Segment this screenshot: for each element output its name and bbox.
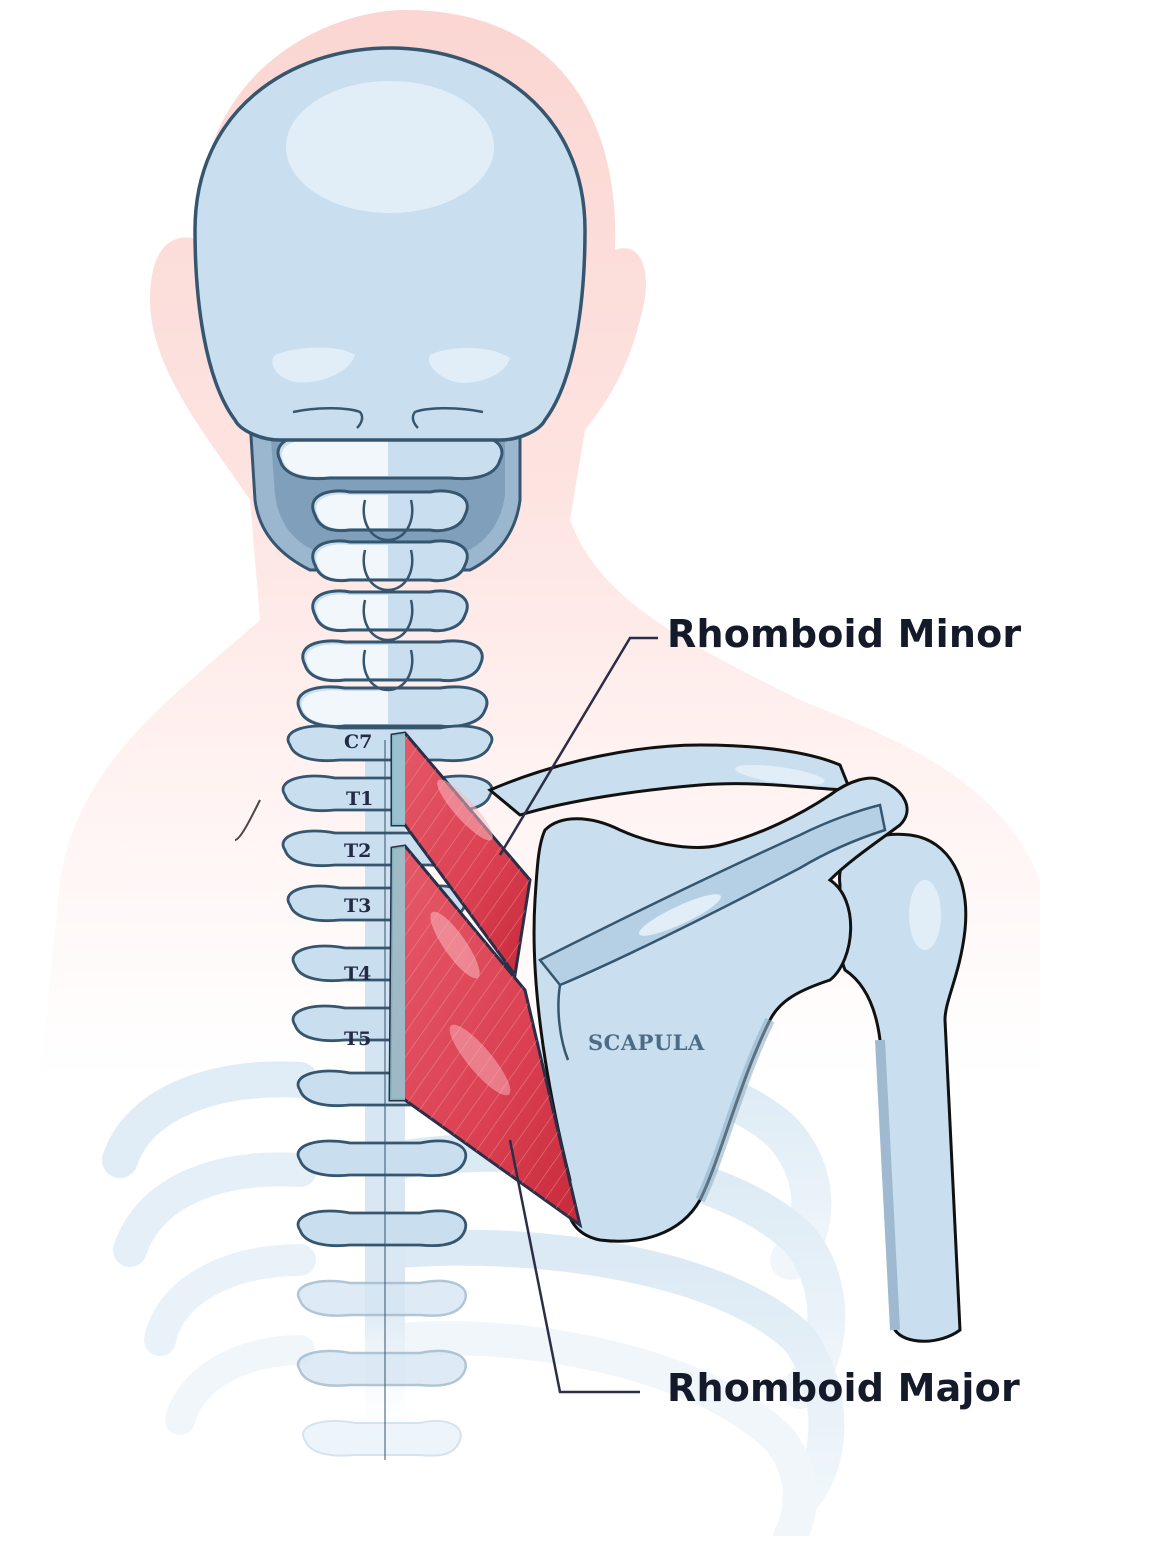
scapula [532, 776, 909, 1243]
vertebra-label-t3: T3 [344, 895, 372, 917]
scapula-label: SCAPULA [588, 1030, 705, 1055]
rhomboid-minor-label: Rhomboid Minor [667, 612, 1022, 656]
rhomboid-major-label: Rhomboid Major [667, 1366, 1020, 1410]
rhomboid-minor-leader [498, 636, 658, 856]
rhomboid-major-leader [508, 1139, 640, 1394]
callout-leaders [498, 636, 658, 1394]
vertebra-label-c7: C7 [344, 731, 373, 753]
rhomboid-minor-muscle [390, 731, 532, 979]
vertebra-label-t4: T4 [344, 963, 372, 985]
cervical-spine [276, 433, 504, 729]
humerus [837, 832, 968, 1343]
vertebra-label-t2: T2 [344, 840, 372, 862]
vertebra-label-t1: T1 [346, 788, 374, 810]
skull [193, 46, 587, 442]
vertebra-label-t5: T5 [344, 1028, 372, 1050]
rhomboid-major-muscle [388, 844, 583, 1229]
